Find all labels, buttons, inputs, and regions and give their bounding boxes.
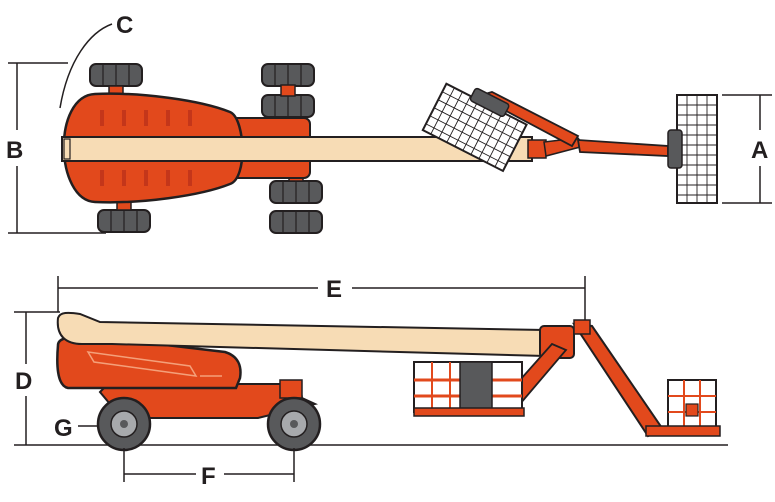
label-e: E <box>326 276 342 303</box>
label-g: G <box>54 415 73 442</box>
side-wheels <box>96 396 322 452</box>
dimension-c: C <box>59 12 133 109</box>
side-platform <box>645 379 721 437</box>
dimension-a: A <box>722 94 772 204</box>
dimension-f: F <box>123 448 295 490</box>
label-c: C <box>116 12 133 39</box>
side-turntable <box>56 334 242 390</box>
dimension-b: B <box>6 62 106 234</box>
dimension-e: E <box>57 276 586 326</box>
dimension-g: G <box>54 415 98 442</box>
top-platform <box>667 94 718 204</box>
dimension-d: D <box>14 311 60 445</box>
label-f: F <box>201 463 216 490</box>
top-view: B C <box>6 12 772 234</box>
label-b: B <box>6 137 23 164</box>
side-platform-stowed <box>413 361 525 417</box>
top-platform-rotated <box>421 82 528 173</box>
top-wheels <box>89 63 323 234</box>
label-d: D <box>15 368 32 395</box>
side-view: E D <box>14 276 728 490</box>
label-a: A <box>751 137 768 164</box>
